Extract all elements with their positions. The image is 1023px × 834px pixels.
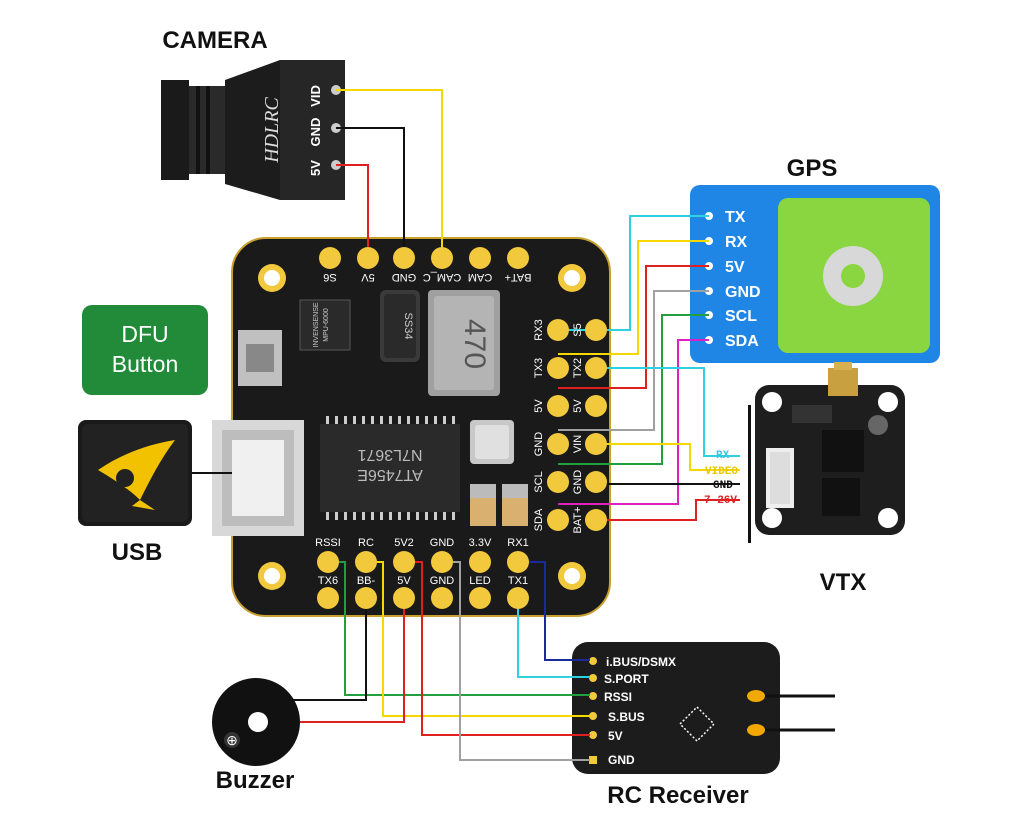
pad-top-5v: 5V [361,271,375,283]
pad-5v2: 5V2 [394,537,414,549]
vtx-wire-labels: RX VIDEO GND 7-26V [704,450,738,507]
pad-gnd-bottom: GND [430,575,455,587]
pad-gnd-bottom-top: GND [430,537,455,549]
pad-tx3: TX3 [533,358,545,378]
wires [192,89,740,761]
rc-receiver-module: i.BUS/DSMX S.PORT RSSI S.BUS 5V GND [572,642,835,774]
usb-logo [78,420,192,526]
camera-pin-gnd: GND [308,118,323,147]
camera-pin-vid: VID [308,85,323,107]
pad-rx3: RX3 [533,319,545,340]
pad-5v-left: 5V [533,399,545,413]
dfu-line-1: DFU [121,321,168,347]
pad-5v-bottom: 5V [397,575,411,587]
gps-pin-gnd: GND [725,284,761,301]
camera-logo: HDLRC [261,97,283,164]
vtx-module [748,362,905,543]
pad-rssi: RSSI [315,537,341,549]
osd-chip-text-1: N7L3671 [357,446,422,463]
gps-pin-scl: SCL [725,308,757,325]
rc-receiver-title: RC Receiver [607,782,748,809]
rx-pin-rssi: RSSI [604,690,632,704]
pad-top-bat: BAT+ [504,271,531,283]
imu-text-2: MPU-6000 [323,308,330,342]
gps-title: GPS [787,155,838,182]
pad-gnd-left: GND [533,432,545,457]
camera-title: CAMERA [162,27,267,54]
vtx-label-video: VIDEO [705,466,738,478]
camera-pin-5v: 5V [308,160,323,176]
vtx-label-gnd: GND [713,480,733,492]
gps-module: TX RX 5V GND SCL SDA [690,185,940,363]
dfu-line-2: Button [112,351,179,377]
diode-text: SS34 [402,313,414,340]
dfu-button-label: DFU Button [82,305,208,395]
rx-pin-sport: S.PORT [604,672,649,686]
gps-pin-rx: RX [725,234,748,251]
rx-pin-ibus: i.BUS/DSMX [606,655,676,669]
vtx-title: VTX [820,569,867,596]
pad-s5: S5 [572,323,584,336]
flight-controller: INVENSENSE MPU-6000 SS34 470 N7L3671 AT7… [212,237,611,617]
pad-rc: RC [358,537,374,549]
pad-tx2: TX2 [572,358,584,378]
pad-tx6: TX6 [318,575,338,587]
pad-vin: VIN [572,435,584,453]
pad-top-gnd: GND [392,271,417,283]
rx-pin-gnd: GND [608,753,635,767]
pad-led: LED [469,575,490,587]
camera-module: HDLRC VID GND 5V [161,60,345,200]
usb-title: USB [112,539,163,566]
pad-rx1: RX1 [507,537,528,549]
rx-pin-5v: 5V [608,729,623,743]
gps-pin-sda: SDA [725,333,759,350]
vtx-label-power: 7-26V [704,495,737,507]
buzzer: ⊕ [212,678,300,766]
gps-pin-5v: 5V [725,259,745,276]
pad-top-s6: S6 [323,271,336,283]
pad-tx1: TX1 [508,575,528,587]
pad-gnd-right: GND [572,470,584,495]
fc-pads [317,247,607,609]
pad-scl: SCL [533,471,545,492]
vtx-label-rx: RX [716,450,730,462]
gps-pin-tx: TX [725,209,746,226]
pad-top-cam-c: CAM_C [423,271,462,283]
pad-sda: SDA [533,508,545,531]
svg-text:⊕: ⊕ [226,732,238,748]
pad-top-cam: CAM [468,271,492,283]
inductor-text: 470 [458,319,491,369]
fc-pad-labels: S6 5V GND CAM_C CAM BAT+ RX3 TX3 5V GND … [315,271,584,587]
osd-chip-text-2: AT7456E [357,466,423,483]
imu-text-1: INVENSENSE [313,302,320,347]
pad-3v3: 3.3V [469,537,492,549]
buzzer-title: Buzzer [216,767,295,794]
pad-bat-right: BAT+ [572,506,584,533]
pad-5v-right: 5V [572,399,584,413]
pad-bb: BB- [357,575,376,587]
rx-pin-sbus: S.BUS [608,710,645,724]
